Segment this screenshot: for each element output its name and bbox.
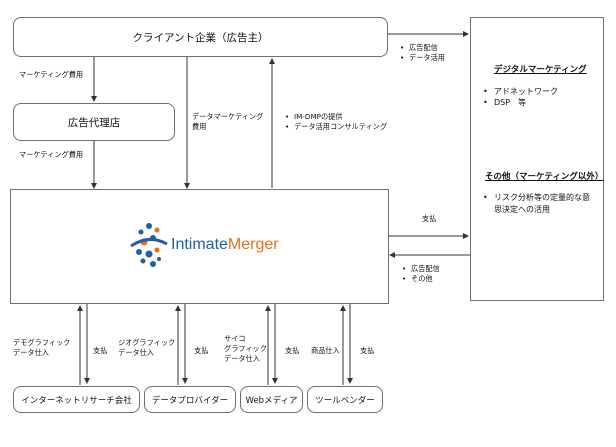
- label-marketing-cost-1: マーケティング費用: [19, 70, 84, 79]
- intimatemerger-box: IntimateMerger: [10, 189, 389, 304]
- label-geographic-2: データ仕入: [118, 348, 154, 357]
- label-psychographic-3: データ仕入: [224, 354, 260, 363]
- digital-marketing-heading: デジタルマーケティング: [494, 65, 587, 75]
- label-product-purchase: 商品仕入: [311, 346, 340, 355]
- label-pay-3: 支払: [285, 346, 300, 355]
- other-heading: その他（マーケティング以外）: [485, 172, 604, 182]
- intimatemerger-logo: IntimateMerger: [129, 220, 279, 270]
- label-geographic-1: ジオグラフィック: [118, 338, 176, 347]
- other-item-line1: リスク分析等の定量的な意: [483, 192, 590, 203]
- tool-vendor-box: ツールベンダー: [307, 386, 383, 413]
- digital-item-adnetwork: アドネットワーク: [483, 86, 558, 97]
- label-pay-1: 支払: [93, 346, 108, 355]
- tool-vendor-label: ツールベンダー: [315, 395, 375, 406]
- data-provider-label: データプロバイダー: [151, 395, 229, 406]
- logo-word-intimate: Intimate: [171, 236, 228, 253]
- ad-agency-label: 広告代理店: [67, 116, 121, 129]
- label-ad-delivery-mid: 広告配信: [402, 264, 440, 274]
- research-company-box: インターネットリサーチ会社: [13, 386, 140, 413]
- label-data-marketing-cost-2: 費用: [192, 122, 207, 131]
- label-demographic-2: データ仕入: [13, 348, 49, 357]
- label-ad-delivery-top: 広告配信: [400, 43, 438, 53]
- label-pay-4: 支払: [360, 346, 375, 355]
- label-psychographic-2: グラフィック: [224, 344, 267, 353]
- label-other-mid: その他: [402, 274, 433, 284]
- client-company-label: クライアント企業（広告主）: [132, 31, 269, 44]
- label-marketing-cost-2: マーケティング費用: [19, 150, 84, 159]
- other-item-line2: 思決定への活用: [494, 205, 550, 214]
- research-company-label: インターネットリサーチ会社: [21, 395, 132, 406]
- data-provider-box: データプロバイダー: [144, 386, 236, 413]
- logo-word-merger: Merger: [227, 236, 279, 253]
- label-psychographic-1: サイコ: [224, 334, 246, 343]
- client-company-box: クライアント企業（広告主）: [13, 17, 388, 57]
- label-data-consulting: データ活用コンサルティング: [285, 122, 387, 132]
- molecule-icon: [130, 223, 168, 267]
- web-media-label: Webメディア: [245, 395, 298, 406]
- label-payment-right: 支払: [422, 214, 437, 223]
- digital-marketing-panel: [470, 17, 604, 301]
- ad-agency-box: 広告代理店: [13, 103, 175, 141]
- label-im-dmp: IM-DMPの提供: [285, 112, 343, 122]
- web-media-box: Webメディア: [240, 386, 303, 413]
- digital-item-dsp: DSP 等: [483, 97, 526, 108]
- label-demographic-1: デモグラフィック: [13, 338, 71, 347]
- label-data-marketing-cost-1: データマーケティング: [192, 112, 264, 121]
- label-data-usage-top: データ活用: [400, 53, 445, 63]
- label-pay-2: 支払: [194, 346, 209, 355]
